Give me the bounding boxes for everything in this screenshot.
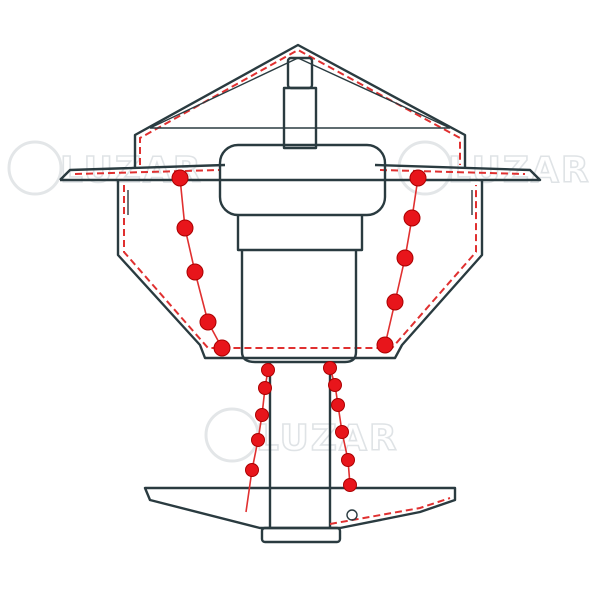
spring-coil	[331, 398, 345, 412]
spring-coil	[396, 249, 414, 267]
watermark-logo-right: LUZAR	[397, 140, 589, 196]
spring-coil	[199, 313, 217, 331]
spring-coil	[409, 169, 427, 187]
spring-coil	[376, 336, 394, 354]
watermark-logo-center: LUZAR	[204, 407, 399, 463]
spring-coil	[171, 169, 189, 187]
bypass-plate	[143, 486, 457, 544]
valve-body	[116, 180, 484, 360]
spring-coil	[403, 209, 421, 227]
spring-coil	[186, 263, 204, 281]
spring-coil	[328, 378, 342, 392]
top-dome	[133, 43, 467, 168]
spring-coil	[343, 478, 357, 492]
piston-stem	[282, 56, 318, 150]
spring-coil	[341, 453, 355, 467]
wax-capsule	[218, 143, 387, 364]
spring-coil	[245, 463, 259, 477]
spring-coil	[176, 219, 194, 237]
spring-coil	[251, 433, 265, 447]
main-spring-left	[171, 169, 231, 357]
spring-coil	[258, 381, 272, 395]
main-spring-right	[376, 169, 427, 354]
bypass-spring-right	[323, 361, 357, 492]
spring-coil	[323, 361, 337, 375]
spring-coil	[335, 425, 349, 439]
spring-coil	[386, 293, 404, 311]
spring-coil	[261, 363, 275, 377]
watermark-text: LUZAR	[256, 418, 399, 459]
springs	[171, 169, 427, 513]
mounting-flange	[59, 163, 542, 182]
spring-coil	[213, 339, 231, 357]
bypass-spring-left	[245, 363, 275, 513]
spring-coil	[255, 408, 269, 422]
